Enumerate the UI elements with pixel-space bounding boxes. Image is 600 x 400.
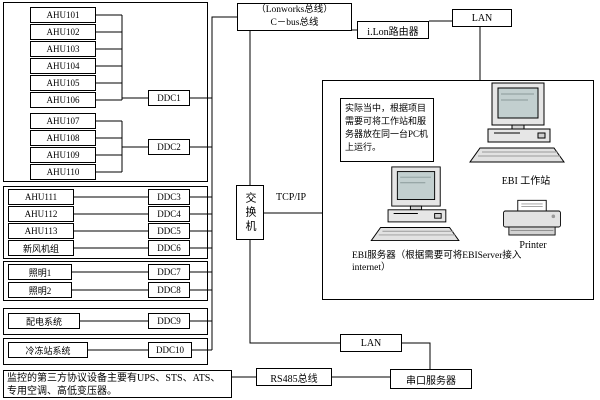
node-ddc4: DDC4 [148, 206, 190, 222]
node-power-distribution: 配电系统 [8, 313, 80, 329]
node-cbus: （Lonworks总线） C－bus总线 [237, 3, 352, 31]
node-lighting-1: 照明1 [8, 264, 72, 280]
ebi-workstation-label: EBI 工作站 [501, 176, 551, 187]
node-ddc6: DDC6 [148, 240, 190, 256]
node-ahu112: AHU112 [8, 206, 74, 222]
node-ddc8: DDC8 [148, 282, 190, 298]
node-ddc1: DDC1 [148, 90, 190, 106]
node-ahu110: AHU110 [30, 164, 96, 180]
node-ahu104: AHU104 [30, 58, 96, 74]
cbus-line2: C－bus总线 [270, 18, 319, 28]
group-ebi-system [322, 80, 594, 300]
node-ddc10: DDC10 [148, 342, 192, 358]
node-ahu109: AHU109 [30, 147, 96, 163]
ebi-note: 实际当中，根据项目需要可将工作站和服务器放在同一台PC机上运行。 [340, 98, 434, 162]
node-ahu107: AHU107 [30, 113, 96, 129]
group-lighting [3, 261, 208, 301]
node-ddc7: DDC7 [148, 264, 190, 280]
node-ahu102: AHU102 [30, 24, 96, 40]
printer-label: Printer [519, 240, 547, 251]
node-ahu105: AHU105 [30, 75, 96, 91]
node-ahu111: AHU111 [8, 189, 74, 205]
node-ahu106: AHU106 [30, 92, 96, 108]
group-ahu-freshair [3, 186, 208, 259]
group-chiller [3, 338, 208, 365]
node-lan-bottom: LAN [340, 334, 402, 352]
node-ahu101: AHU101 [30, 7, 96, 23]
cbus-line1: （Lonworks总线） [256, 5, 333, 15]
node-ddc5: DDC5 [148, 223, 190, 239]
node-ilon-router: i.Lon路由器 [357, 21, 429, 39]
third-party-note: 监控的第三方协议设备主要有UPS、STS、ATS、专用空调、高低变压器。 [3, 370, 232, 398]
tcpip-label: TCP/IP [276, 192, 307, 203]
workstation-icon [468, 82, 568, 170]
node-lan-top: LAN [452, 9, 512, 27]
node-fresh-air-unit: 新风机组 [8, 240, 74, 256]
node-ahu103: AHU103 [30, 41, 96, 57]
node-ddc2: DDC2 [148, 139, 190, 155]
node-switch: 交换机 [236, 185, 264, 240]
node-rs485-bus: RS485总线 [256, 368, 332, 386]
node-chiller-station: 冷冻站系统 [8, 342, 88, 358]
node-lighting-2: 照明2 [8, 282, 72, 298]
node-ddc3: DDC3 [148, 189, 190, 205]
group-ahu-main [3, 2, 208, 182]
printer-icon [500, 198, 564, 240]
node-ahu108: AHU108 [30, 130, 96, 146]
node-ddc9: DDC9 [148, 313, 190, 329]
ebi-server-label: EBI服务器（根据需要可将EBIServer接入internet） [352, 251, 522, 273]
node-serial-server: 串口服务器 [390, 369, 472, 389]
node-ahu113: AHU113 [8, 223, 74, 239]
server-icon [366, 166, 466, 248]
